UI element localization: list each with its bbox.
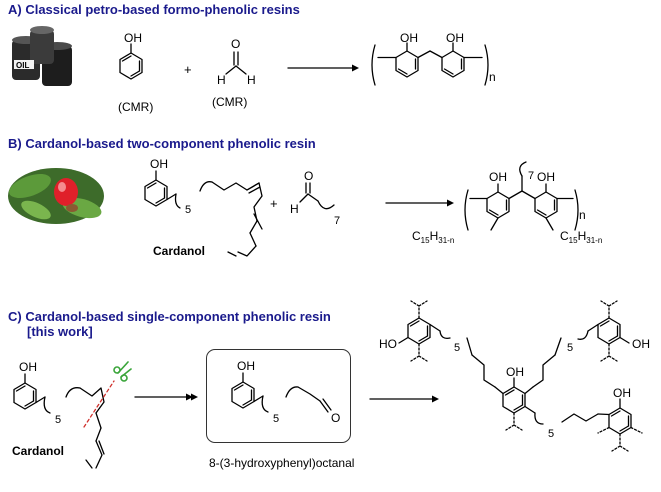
cashew-apple-photo xyxy=(8,168,104,224)
product-b-n: n xyxy=(579,208,586,222)
aldehyde-c-o: O xyxy=(331,411,340,425)
resin-product-b xyxy=(464,161,579,231)
product-c-sub5-right: 5 xyxy=(567,342,573,354)
cardanol-label-b: Cardanol xyxy=(153,244,206,258)
product-b-c15-right: C15H31-n xyxy=(560,229,602,245)
plus-a: + xyxy=(184,62,192,77)
formaldehyde-h1: H xyxy=(217,73,226,87)
cardanol-structure-c xyxy=(13,373,105,469)
compound-name-label: 8-(3-hydroxyphenyl)octanal xyxy=(209,456,355,470)
oil-barrels-icon xyxy=(12,26,72,86)
product-a-oh1: OH xyxy=(400,31,418,45)
aldehyde-structure-b xyxy=(299,182,335,210)
product-c-oh-bottom: OH xyxy=(613,386,631,400)
plus-b: + xyxy=(270,196,278,211)
product-b-oh2: OH xyxy=(537,170,555,184)
cmr-label-formaldehyde: (CMR) xyxy=(212,95,248,109)
cardanol-c-sub5: 5 xyxy=(55,414,61,426)
cleavage-cut-line xyxy=(83,380,115,428)
cardanol-b-oh: OH xyxy=(150,157,168,171)
oil-label: OIL xyxy=(16,61,29,70)
phenol-oh: OH xyxy=(124,31,142,45)
product-a-oh2: OH xyxy=(446,31,464,45)
product-c-sub5-left: 5 xyxy=(454,342,460,354)
aldehyde-highlight-box xyxy=(206,349,351,443)
aldehyde-c-sub5: 5 xyxy=(273,413,279,425)
section-c-subtitle: [this work] xyxy=(27,324,93,339)
aldehyde-b-sub7: 7 xyxy=(334,215,340,227)
cardanol-label-c: Cardanol xyxy=(12,444,65,458)
cardanol-b-sub5: 5 xyxy=(185,204,191,216)
section-a-title: A) Classical petro-based formo-phenolic … xyxy=(8,2,300,17)
section-c-title: C) Cardanol-based single-component pheno… xyxy=(8,309,331,324)
product-b-sub7: 7 xyxy=(528,170,534,182)
product-c-oh-right: OH xyxy=(632,337,650,351)
formaldehyde-o: O xyxy=(231,37,240,51)
cardanol-c-oh: OH xyxy=(19,360,37,374)
aldehyde-b-h: H xyxy=(290,202,299,216)
cardanol-structure-b xyxy=(144,170,263,257)
scissors-icon xyxy=(113,361,132,382)
resin-network-product-c xyxy=(398,300,643,452)
novolac-product-a xyxy=(371,42,489,86)
phenol-structure xyxy=(119,43,143,80)
formaldehyde-h2: H xyxy=(247,73,256,87)
product-c-sub5-bottom: 5 xyxy=(548,428,554,440)
aldehyde-b-o: O xyxy=(304,169,313,183)
product-c-oh-center: OH xyxy=(506,365,524,379)
aldehyde-c-oh: OH xyxy=(237,359,255,373)
product-a-n: n xyxy=(489,70,496,84)
product-c-ho-left: HO xyxy=(379,337,397,351)
hydroxyphenyl-octanal-structure xyxy=(231,372,332,413)
formaldehyde-structure xyxy=(225,51,247,75)
product-b-oh1: OH xyxy=(489,170,507,184)
product-b-c15-left: C15H31-n xyxy=(412,229,454,245)
cmr-label-phenol: (CMR) xyxy=(118,100,154,114)
section-b-title: B) Cardanol-based two-component phenolic… xyxy=(8,136,316,151)
